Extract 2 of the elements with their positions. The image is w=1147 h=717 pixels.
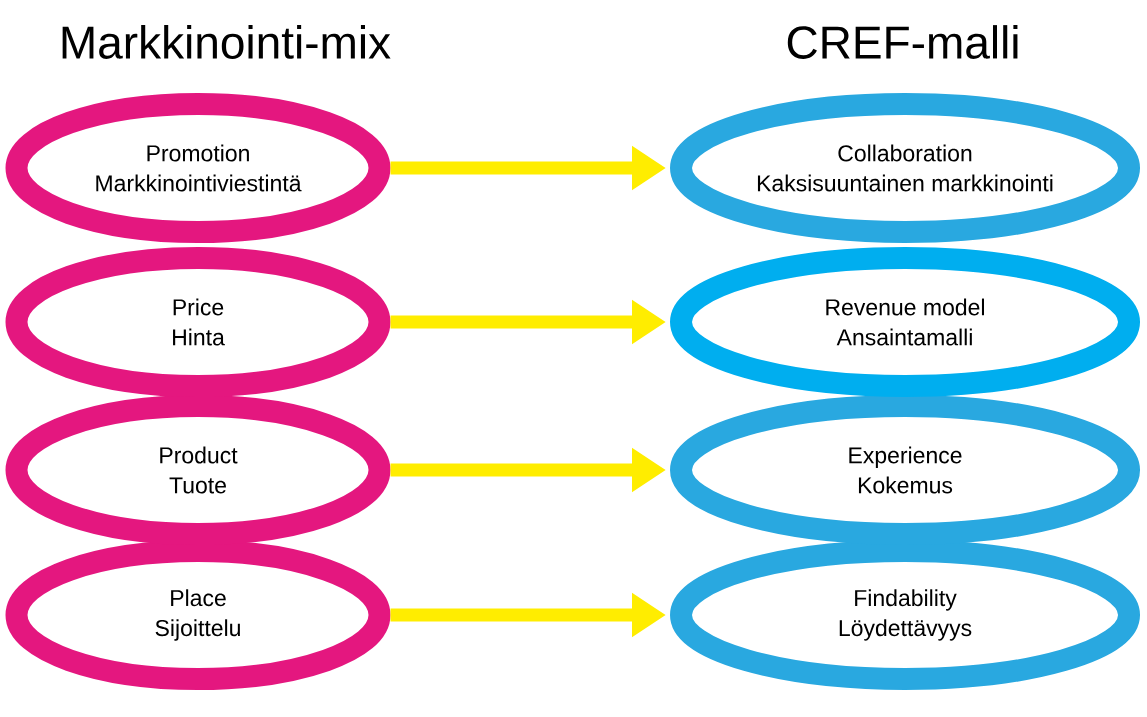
heading: Markkinointi-mix: [62, 25, 391, 59]
heading: CREF-malli: [787, 25, 1018, 59]
